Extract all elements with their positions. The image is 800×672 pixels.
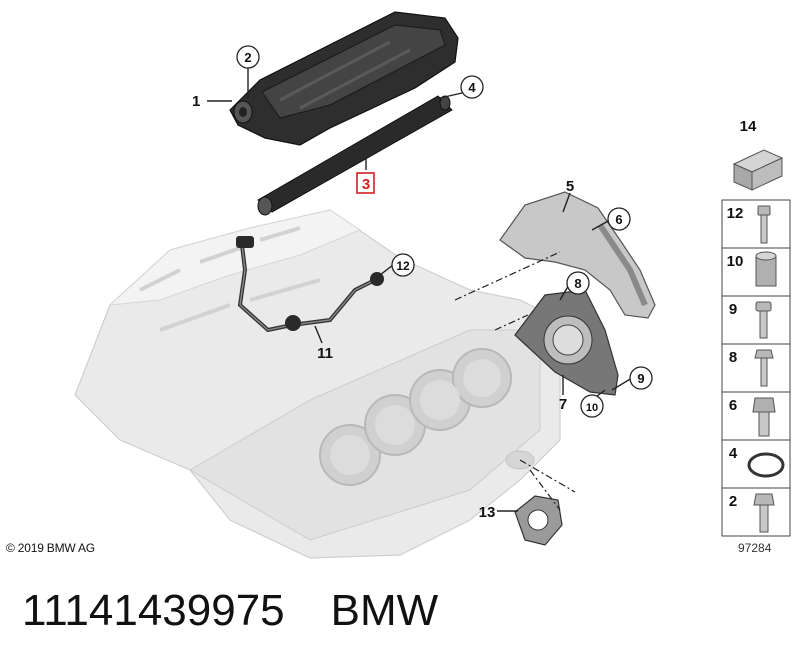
hex-bolt-icon xyxy=(752,397,776,437)
callout-2[interactable]: 2 xyxy=(244,50,251,65)
leader-lines xyxy=(207,68,633,512)
callout-1[interactable]: 1 xyxy=(192,93,200,110)
callout-9[interactable]: 9 xyxy=(637,371,644,386)
legend-label-6: 6 xyxy=(729,397,737,414)
callout-circle-8 xyxy=(566,271,590,295)
end-cover xyxy=(499,191,656,319)
callout-8[interactable]: 8 xyxy=(574,276,581,291)
callout-12[interactable]: 12 xyxy=(396,259,410,273)
callout-circle-10 xyxy=(580,394,604,418)
assembly-lines xyxy=(454,251,576,511)
legend-cell-12 xyxy=(721,199,791,249)
legend-label-14: 14 xyxy=(740,118,757,135)
oil-line xyxy=(236,236,384,333)
gasket xyxy=(514,495,563,546)
callout-4[interactable]: 4 xyxy=(468,80,476,95)
legend-label-9: 9 xyxy=(729,301,737,318)
grease-box-icon xyxy=(732,149,784,191)
engine-block xyxy=(74,209,561,559)
callout-circle-9 xyxy=(629,366,653,390)
oil-sump-housing xyxy=(229,11,459,146)
callout-circle-4 xyxy=(460,75,484,99)
bolt-icon xyxy=(755,301,772,339)
hex-bolt-icon xyxy=(754,349,774,387)
callout-3[interactable]: 3 xyxy=(362,176,370,193)
diagram-id: 97284 xyxy=(738,541,772,555)
part-number: 11141439975 xyxy=(22,586,285,635)
seal-carrier xyxy=(514,289,619,396)
brand-name: BMW xyxy=(330,586,439,635)
callout-circle-12 xyxy=(391,253,415,277)
callout-10[interactable]: 10 xyxy=(586,402,598,414)
callout-circle-6 xyxy=(607,207,631,231)
legend-label-4: 4 xyxy=(729,445,738,462)
legend-label-12: 12 xyxy=(727,205,744,222)
legend-label-10: 10 xyxy=(727,253,744,270)
callout-13[interactable]: 13 xyxy=(479,504,496,521)
callout-5[interactable]: 5 xyxy=(566,178,574,195)
o-ring-icon xyxy=(747,452,785,478)
callout-7[interactable]: 7 xyxy=(559,396,567,413)
footer-caption: 11141439975 BMW xyxy=(22,586,438,636)
legend-panel: 14 12 10 9 8 6 4 2 xyxy=(721,118,791,537)
legend-label-8: 8 xyxy=(729,349,737,366)
callout-circle-2 xyxy=(236,45,260,69)
highlight-box xyxy=(356,172,375,194)
tube-part xyxy=(257,95,453,216)
callout-6[interactable]: 6 xyxy=(615,212,622,227)
callout-11[interactable]: 11 xyxy=(317,345,333,362)
hex-bolt-icon xyxy=(753,493,775,533)
bolt-icon xyxy=(757,205,771,244)
copyright-notice: © 2019 BMW AG xyxy=(6,541,95,555)
legend-cell-4 xyxy=(721,439,791,489)
legend-label-2: 2 xyxy=(729,493,737,510)
bushing-icon xyxy=(755,251,777,287)
